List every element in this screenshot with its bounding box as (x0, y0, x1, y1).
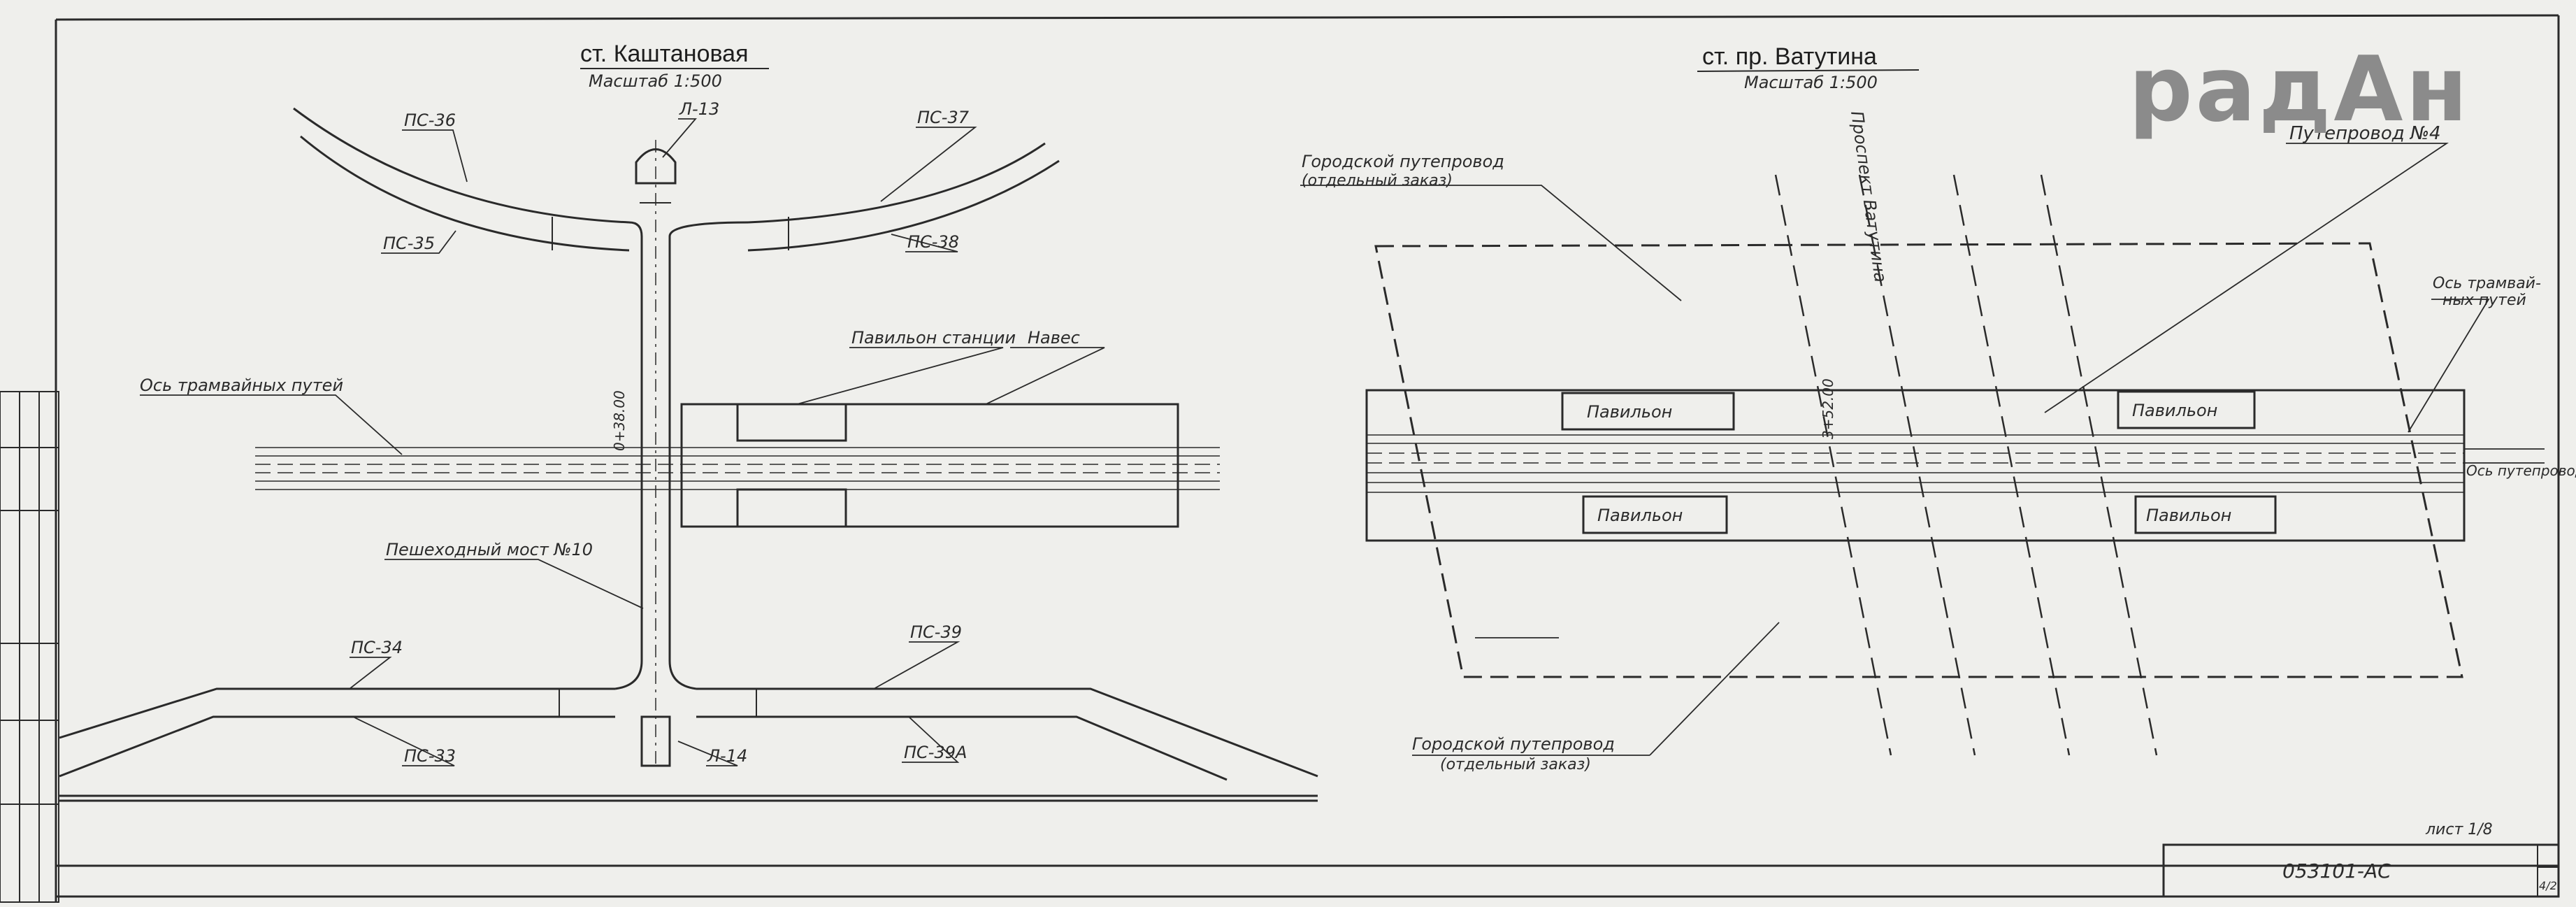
label-dim-left: 0+38.00 (611, 390, 628, 451)
pavilion-box-3 (1582, 495, 1728, 534)
left-plan: ст. Каштановая Масштаб 1:500 (59, 41, 1318, 781)
right-scale: Масштаб 1:500 (1744, 73, 1878, 92)
label-canopy: Навес (1028, 328, 1080, 348)
label-dim-right: 3+52.00 (1820, 378, 1836, 439)
ramp-ps36-outer (293, 107, 630, 224)
label-tram-axis-left: Ось трамвайных путей (140, 376, 343, 395)
label-ps33: ПС-33 (404, 746, 456, 766)
ramp-ps35-inner (300, 135, 630, 252)
pavilion-box-1 (1561, 392, 1735, 431)
label-l14: Л-14 (707, 746, 747, 766)
sheet-note: лист 1/8 (2425, 821, 2493, 838)
pavilion-label-3: Павильон (1597, 506, 1683, 525)
lift-l14 (640, 715, 671, 767)
bridge-right-edge (668, 221, 749, 690)
ramp-ps39-outer (696, 687, 1318, 778)
sheet-number: 4/2 (2539, 879, 2557, 892)
ground-lines (59, 794, 1318, 802)
platform-box-top (736, 403, 847, 442)
pavilion-label-1: Павильон (1587, 402, 1672, 422)
sheet-frame (55, 14, 2560, 902)
label-tram-axis-right-1: Ось трамвай- (2433, 275, 2541, 292)
right-leaders (1300, 143, 2545, 756)
label-axis-overpass: Ось путепровода (2466, 462, 2576, 479)
label-ps36: ПС-36 (404, 110, 456, 130)
station-pavilion-outline (680, 403, 1179, 528)
lift-l13 (635, 148, 677, 185)
bridge-left-edge (614, 221, 643, 690)
label-pavilion-station: Павильон станции (851, 328, 1016, 348)
left-scale: Масштаб 1:500 (589, 71, 722, 91)
label-l13: Л-13 (679, 99, 719, 119)
avenue-lines (1774, 174, 2158, 756)
label-ps39a: ПС-39А (904, 743, 967, 762)
pavilion-label-4: Павильон (2146, 506, 2231, 525)
pavilion-box-2 (2117, 390, 2256, 429)
ramp-ps33-inner (59, 715, 615, 778)
ramp-ps39a-inner (696, 715, 1228, 781)
left-station-title: ст. Каштановая (580, 41, 748, 67)
label-city-overpass-top: Городской путепровод (1302, 152, 1504, 171)
side-stamp (0, 391, 59, 903)
ramp-ps34-outer (59, 687, 615, 739)
label-ps35: ПС-35 (383, 234, 435, 253)
pavilion-label-2: Павильон (2132, 401, 2217, 420)
tram-tracks-right (1367, 434, 2464, 493)
label-ps39: ПС-39 (910, 622, 962, 642)
drawing-code: 053101-АС (2282, 859, 2391, 883)
pavilion-box-4 (2134, 495, 2277, 534)
label-ps37: ПС-37 (917, 108, 970, 127)
label-ps34: ПС-34 (351, 638, 403, 657)
label-tram-axis-right-2: ных путей (2442, 292, 2526, 309)
label-pedestrian-bridge: Пешеходный мост №10 (386, 540, 593, 559)
label-separate-order-top: (отдельный заказ) (1302, 172, 1453, 190)
title-block: 053101-АС лист 1/8 4/2 (2162, 821, 2560, 898)
tram-tracks-left (255, 447, 1220, 490)
right-plan: ст. пр. Ватутина Масштаб 1:500 Павил (1300, 43, 2576, 773)
city-overpass-outline (1374, 242, 2463, 678)
left-leaders (140, 118, 1105, 766)
label-city-overpass-bottom: Городской путепровод (1412, 734, 1615, 754)
right-station-title: ст. пр. Ватутина (1702, 43, 1877, 70)
ramp-ps38-inner (747, 159, 1060, 252)
label-ps38: ПС-38 (907, 232, 959, 252)
label-separate-order-bottom: (отдельный заказ) (1440, 756, 1591, 773)
label-overpass-4: Путепровод №4 (2289, 123, 2441, 144)
right-title-underline (1697, 69, 1920, 72)
overpass-deck (1365, 389, 2466, 542)
ramp-ps37-outer (747, 142, 1046, 224)
radan-logo: радАн (2129, 38, 2470, 142)
